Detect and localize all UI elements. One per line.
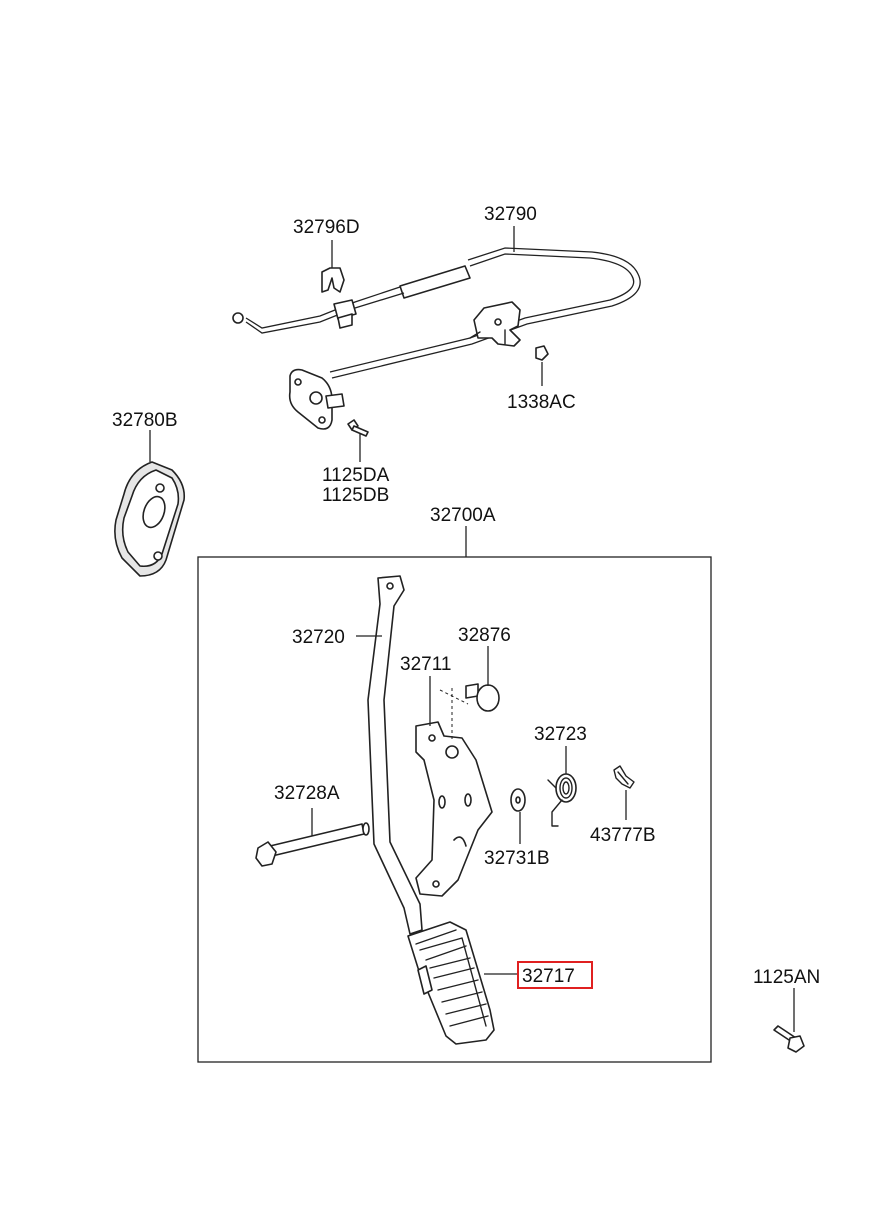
pedal-bracket-32711[interactable] [415,721,493,897]
label-32876[interactable]: 32876 [458,625,511,646]
label-32728A[interactable]: 32728A [274,783,340,804]
label-32700A[interactable]: 32700A [430,505,496,526]
cable-clip-32796D[interactable] [321,267,345,293]
label-32717[interactable]: 32717 [522,966,575,987]
label-32796D[interactable]: 32796D [293,217,360,238]
pedal-pad-32717[interactable] [407,921,495,1045]
label-43777B[interactable]: 43777B [590,825,656,846]
stopper-32876[interactable] [465,683,500,712]
washer-32731B[interactable] [510,788,526,812]
spring-32723[interactable] [547,773,577,827]
label-32711[interactable]: 32711 [400,654,451,675]
label-1338AC[interactable]: 1338AC [507,392,576,413]
label-32731B[interactable]: 32731B [484,848,550,869]
label-32780B[interactable]: 32780B [112,410,178,431]
label-1125DA[interactable]: 1125DA [322,465,390,486]
pad-32780B[interactable] [114,461,186,577]
clip-43777B[interactable] [613,765,635,789]
assembly-frame-32700A [197,556,712,1063]
highlight-box-32717 [517,961,593,989]
label-1125DB[interactable]: 1125DB [322,485,389,506]
bolt-1125DA[interactable] [347,419,369,437]
pedal-arm-32720[interactable] [367,575,423,935]
label-32720[interactable]: 32720 [292,627,345,648]
cable-bracket-32790[interactable] [469,301,521,347]
label-32790[interactable]: 32790 [484,204,537,225]
bolt-1125AN[interactable] [773,1025,805,1053]
label-1125AN[interactable]: 1125AN [753,967,820,988]
nut-1338AC[interactable] [535,345,549,361]
label-32723[interactable]: 32723 [534,724,587,745]
pivot-bolt-32728A[interactable] [255,822,370,867]
cable-grommet-plate[interactable] [288,368,345,430]
accelerator-cable-32790[interactable] [232,247,641,379]
